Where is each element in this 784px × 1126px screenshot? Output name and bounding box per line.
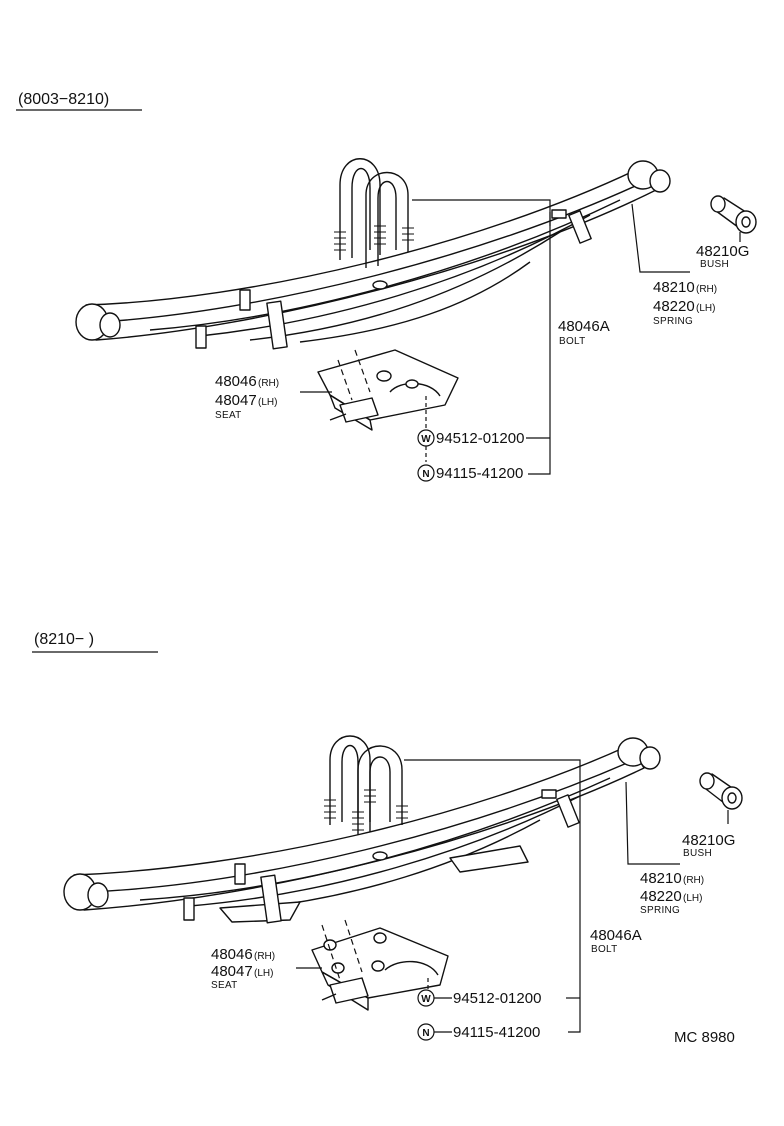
spring-lh-suffix: (LH): [696, 303, 715, 314]
seat-rh-part-number: 48046: [211, 946, 253, 963]
leaf-spring-drawing: [75, 160, 671, 350]
bush-drawing: [699, 772, 743, 810]
seat-lh-part-number: 48047: [215, 392, 257, 409]
u-bolt-drawing: [334, 158, 414, 268]
seat-rh-suffix: (RH): [254, 951, 275, 962]
section-1: (8003−8210): [16, 91, 757, 482]
section-1-range-label: (8003−8210): [18, 91, 109, 108]
spring-lh-part-number: 48220: [640, 888, 682, 905]
bolt-part-number: 48046A: [590, 927, 642, 944]
seat-lh-suffix: (LH): [254, 968, 273, 979]
leaf-spring-drawing: [63, 737, 661, 924]
section-1-leader-lines: [300, 199, 741, 475]
bolt-part-number: 48046A: [558, 318, 610, 335]
spring-lh-suffix: (LH): [683, 893, 702, 904]
section-2: (8210− ): [32, 631, 743, 1041]
spring-rh-part-number: 48210: [653, 279, 695, 296]
bush-drawing: [710, 195, 757, 234]
spring-seat-drawing: [311, 919, 449, 1011]
spring-rh-suffix: (RH): [683, 875, 704, 886]
nut-symbol: N: [422, 469, 429, 480]
bush-part-number: 48210G: [682, 832, 735, 849]
spring-lh-part-number: 48220: [653, 298, 695, 315]
seat-rh-suffix: (RH): [258, 378, 279, 389]
bush-part-number: 48210G: [696, 243, 749, 260]
washer-symbol-icon: [417, 429, 435, 447]
bush-caption: BUSH: [683, 848, 712, 859]
nut-part-number: 94115-41200: [453, 1024, 540, 1041]
spring-rh-part-number: 48210: [640, 870, 682, 887]
section-2-leader-lines: [296, 759, 729, 1033]
washer-symbol: W: [421, 434, 431, 445]
seat-caption: SEAT: [215, 410, 242, 421]
bush-caption: BUSH: [700, 259, 729, 270]
bolt-caption: BOLT: [559, 336, 586, 347]
nut-symbol-icon: [417, 464, 435, 482]
seat-lh-part-number: 48047: [211, 963, 253, 980]
section-2-range-label: (8210− ): [34, 631, 94, 648]
seat-rh-part-number: 48046: [215, 373, 257, 390]
spring-caption: SPRING: [653, 316, 693, 327]
washer-symbol: W: [421, 994, 431, 1005]
washer-part-number: 94512-01200: [453, 990, 541, 1007]
u-bolt-drawing: [324, 735, 408, 835]
spring-rh-suffix: (RH): [696, 284, 717, 295]
nut-part-number: 94115-41200: [436, 465, 523, 482]
seat-lh-suffix: (LH): [258, 397, 277, 408]
nut-symbol: N: [422, 1028, 429, 1039]
seat-caption: SEAT: [211, 980, 238, 991]
catalog-code: MC 8980: [674, 1029, 735, 1046]
spring-caption: SPRING: [640, 905, 680, 916]
bolt-caption: BOLT: [591, 944, 618, 955]
spring-seat-drawing: [317, 349, 459, 431]
washer-part-number: 94512-01200: [436, 430, 524, 447]
